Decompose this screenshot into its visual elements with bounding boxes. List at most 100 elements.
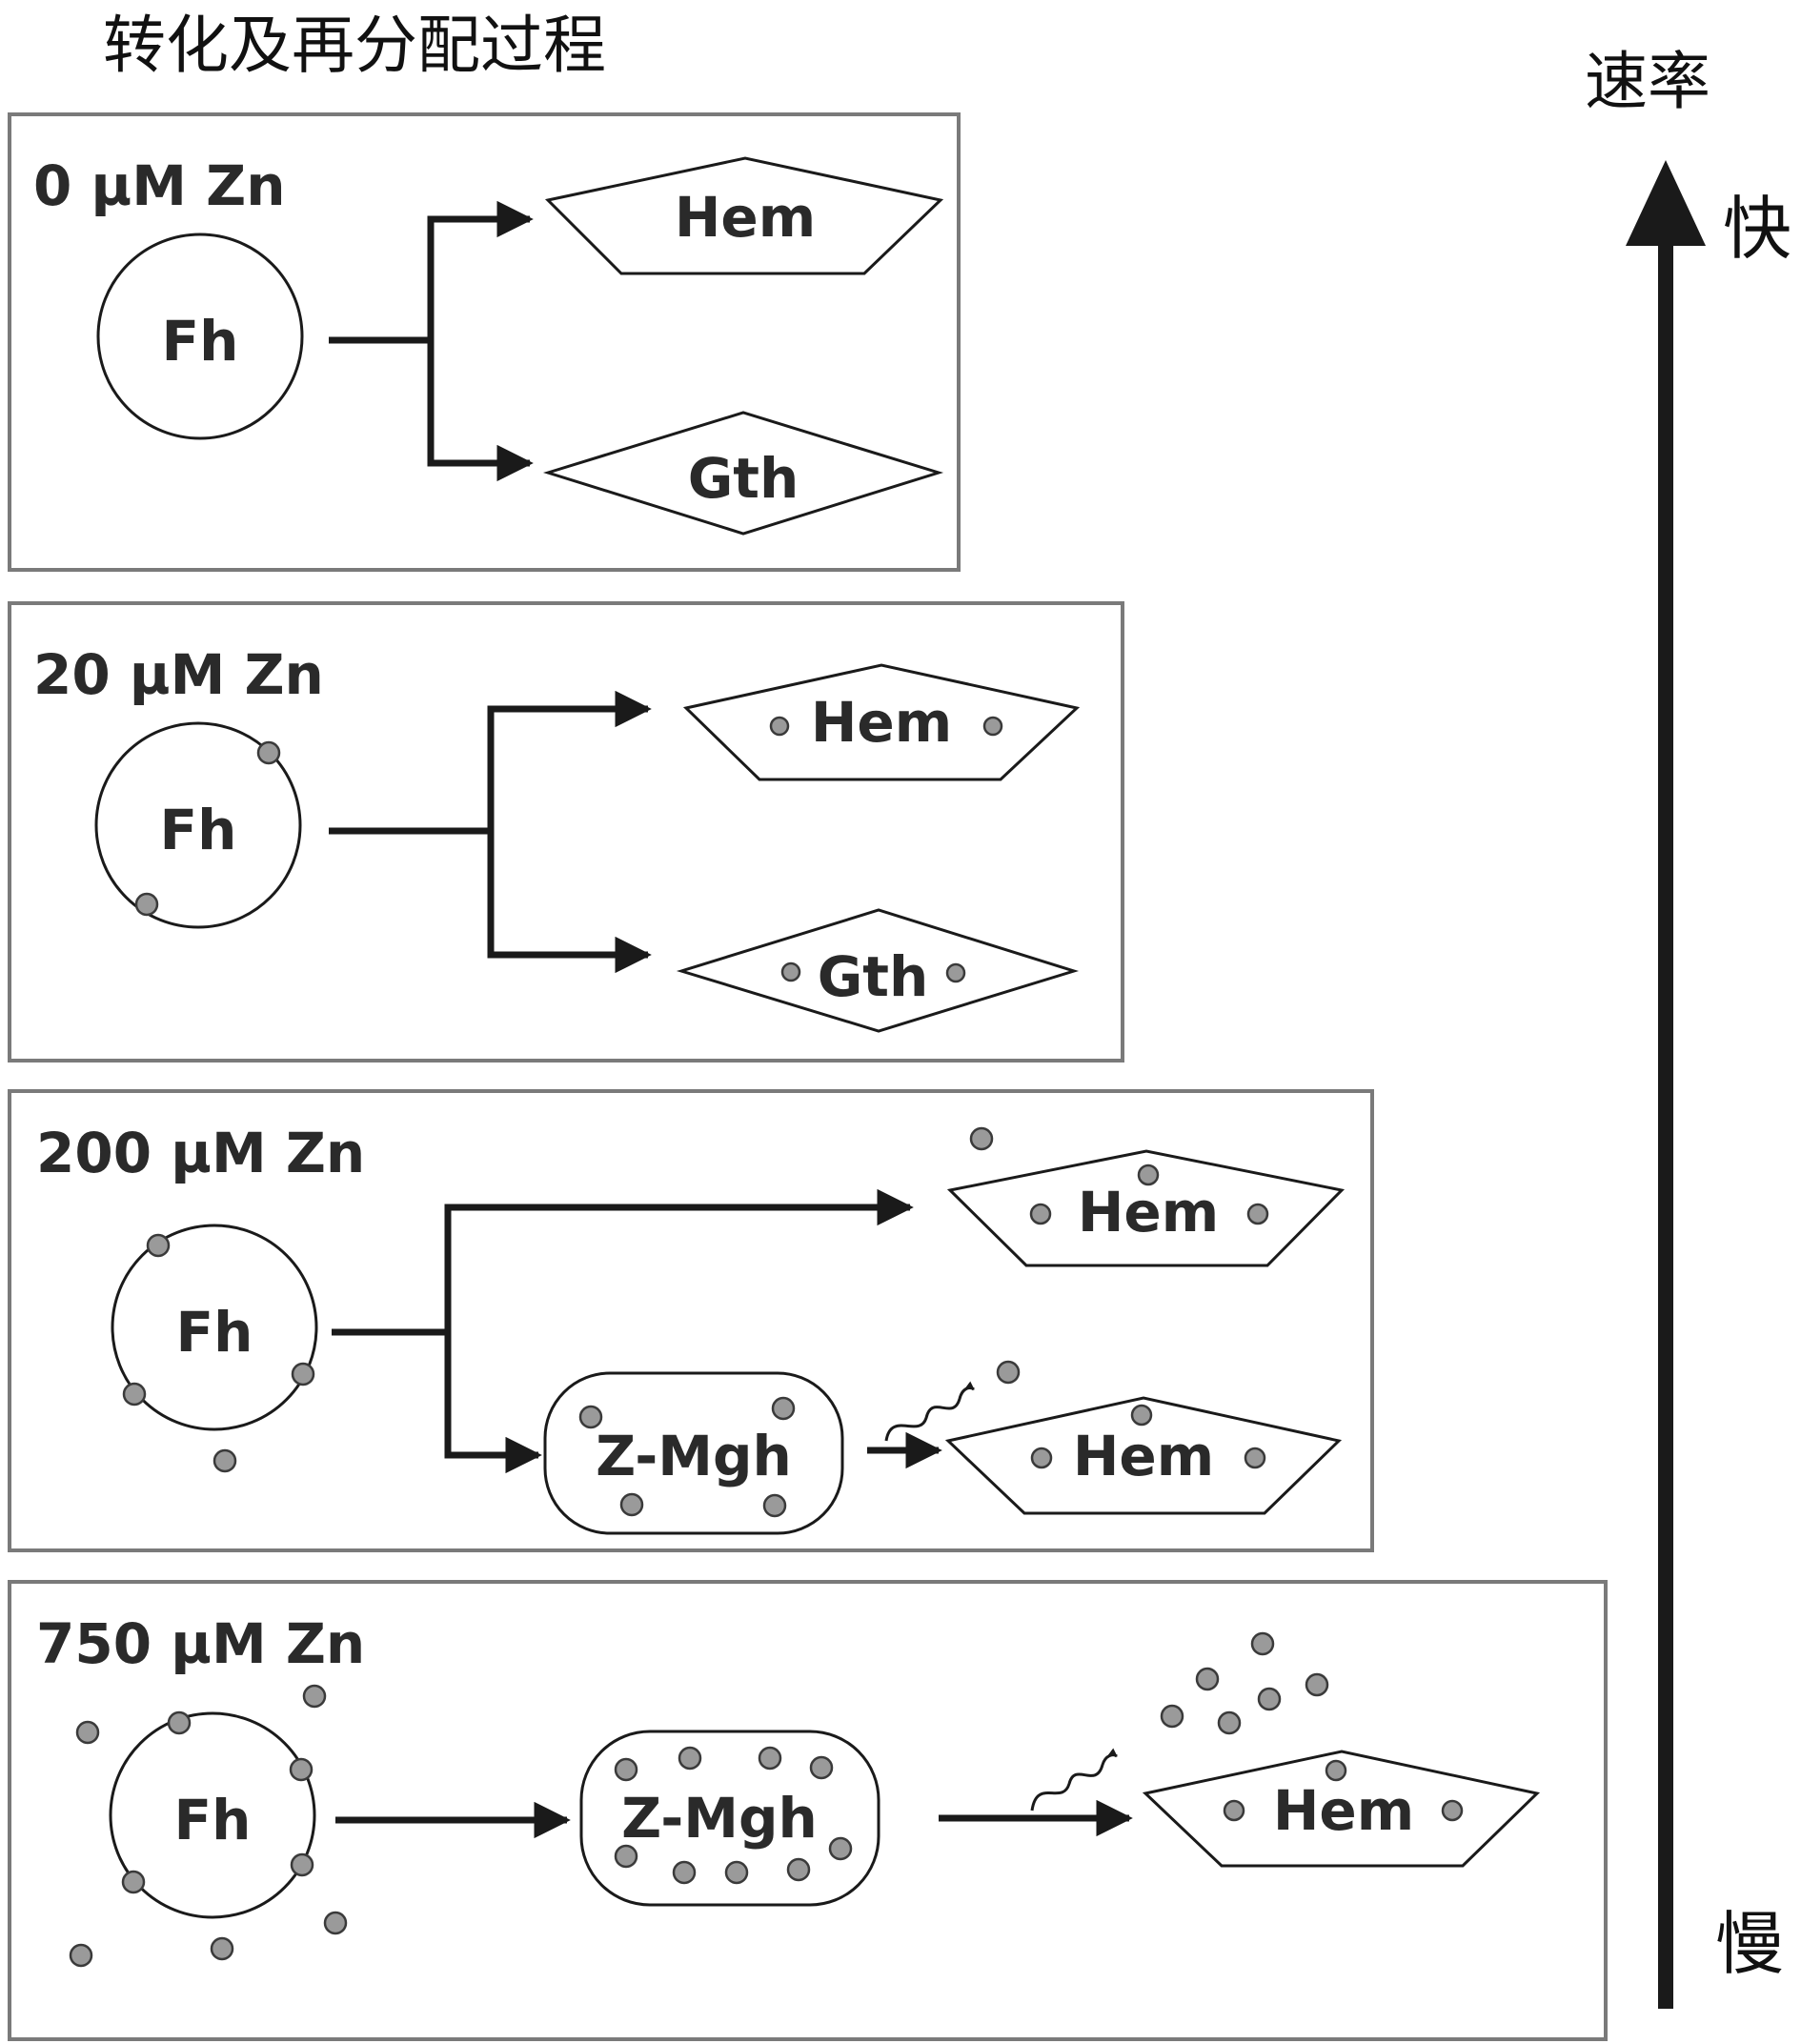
panel-200uM: 200 µM Zn Fh Hem Z-Mgh Hem xyxy=(8,1089,1374,1552)
panel-20uM: 20 µM Zn Fh Hem Gth xyxy=(8,601,1124,1062)
zn-ion xyxy=(1441,1799,1464,1822)
zn-ion xyxy=(672,1860,697,1885)
zn-ion xyxy=(809,1755,834,1780)
hem-label: Hem xyxy=(675,185,816,250)
rate-slow-label: 慢 xyxy=(1715,1904,1784,1984)
zn-ion xyxy=(769,716,790,737)
zn-ion xyxy=(996,1360,1021,1385)
zn-ion xyxy=(210,1936,234,1961)
zn-concentration-label: 0 µM Zn xyxy=(33,153,285,218)
zn-ion xyxy=(212,1448,237,1473)
zn-ion xyxy=(758,1746,782,1771)
rate-axis-arrowhead xyxy=(1626,160,1706,246)
hem-label: Hem xyxy=(811,690,952,755)
zn-ion xyxy=(256,740,281,765)
panel-750uM: 750 µM Zn Fh Z-Mgh Hem xyxy=(8,1580,1608,2041)
zn-ion xyxy=(780,961,801,982)
zn-ion xyxy=(945,962,966,983)
zn-ion xyxy=(1250,1631,1275,1656)
zn-ion xyxy=(323,1911,348,1935)
fh-label: Fh xyxy=(160,798,237,862)
panel-border xyxy=(8,112,961,572)
fh-label: Fh xyxy=(174,1788,252,1852)
zn-ion xyxy=(134,892,159,917)
zn-ion xyxy=(614,1844,638,1869)
zn-ion xyxy=(291,1362,315,1386)
zn-concentration-label: 750 µM Zn xyxy=(36,1611,365,1676)
hem-label: Hem xyxy=(1273,1778,1414,1843)
hem-label: Hem xyxy=(1078,1180,1219,1245)
fh-particle xyxy=(111,1224,318,1431)
panel-border xyxy=(8,1089,1374,1552)
z-mgh-particle xyxy=(543,1371,844,1535)
zn-ion xyxy=(771,1396,796,1421)
zn-ion xyxy=(1130,1404,1153,1427)
zn-release-arrow xyxy=(884,1381,975,1442)
zn-ion xyxy=(619,1492,644,1517)
zn-ion xyxy=(1223,1799,1245,1822)
hem-pentagon xyxy=(946,1149,1346,1267)
zn-ion xyxy=(1246,1203,1269,1225)
zn-ion xyxy=(167,1710,192,1735)
fh-label: Fh xyxy=(176,1300,253,1365)
hem-pentagon xyxy=(1142,1750,1541,1868)
hem-pentagon xyxy=(682,663,1081,781)
zn-ion xyxy=(724,1860,749,1885)
zn-ion xyxy=(1217,1710,1242,1735)
diagram-title: 转化及再分配过程 xyxy=(103,9,606,82)
fh-particle xyxy=(96,233,304,440)
zn-ion xyxy=(146,1233,171,1258)
rate-axis: 速率 快 慢 xyxy=(1585,45,1791,2009)
zn-ion xyxy=(1244,1447,1266,1469)
hem-label: Hem xyxy=(1073,1424,1214,1488)
zn-ion xyxy=(122,1382,147,1407)
zn-ion xyxy=(1029,1203,1052,1225)
hem-pentagon xyxy=(944,1396,1343,1515)
z-mgh-label: Z-Mgh xyxy=(596,1424,792,1488)
arrow-to-hem xyxy=(444,1188,914,1332)
fh-particle xyxy=(109,1711,316,1919)
arrow-to-gth xyxy=(427,340,534,482)
zn-ion xyxy=(290,1852,314,1877)
arrow-to-hem xyxy=(427,200,534,340)
zn-ion xyxy=(786,1857,811,1882)
zn-ion xyxy=(1137,1164,1160,1186)
gth-rhombus xyxy=(676,908,1080,1033)
rate-axis-label: 速率 xyxy=(1585,45,1710,118)
zn-ion xyxy=(1325,1759,1347,1782)
zn-concentration-label: 200 µM Zn xyxy=(36,1121,365,1185)
zn-ion xyxy=(828,1836,853,1861)
zn-ion xyxy=(1257,1687,1282,1711)
arrow-to-hem xyxy=(487,690,652,831)
zn-ion xyxy=(982,716,1003,737)
arrow-to-gth xyxy=(487,831,652,974)
zn-ion xyxy=(678,1746,702,1771)
z-mgh-label: Z-Mgh xyxy=(621,1786,818,1851)
zn-ion xyxy=(289,1757,314,1782)
panel-0uM: 0 µM Zn Fh Hem Gth xyxy=(8,112,961,572)
gth-label: Gth xyxy=(818,944,929,1009)
zn-ion xyxy=(614,1757,638,1782)
fh-particle xyxy=(94,721,302,929)
panel-border xyxy=(8,601,1124,1062)
gth-label: Gth xyxy=(688,446,799,511)
zn-ion xyxy=(75,1720,100,1745)
hem-pentagon xyxy=(544,156,944,275)
zn-ion xyxy=(969,1126,994,1151)
gth-rhombus xyxy=(542,411,944,536)
zn-ion xyxy=(1160,1704,1184,1729)
zn-ion xyxy=(1305,1672,1329,1697)
arrow-to-z-mgh xyxy=(444,1332,542,1474)
rate-fast-label: 快 xyxy=(1723,189,1791,269)
zn-ion xyxy=(302,1684,327,1709)
zn-ion xyxy=(578,1405,603,1429)
zn-ion xyxy=(762,1493,787,1518)
zn-ion xyxy=(1195,1667,1220,1691)
panel-border xyxy=(8,1580,1608,2041)
fh-label: Fh xyxy=(162,309,239,374)
zn-concentration-label: 20 µM Zn xyxy=(33,642,324,707)
zn-ion xyxy=(121,1870,146,1894)
zn-ion xyxy=(1030,1447,1053,1469)
zn-ion xyxy=(69,1943,93,1968)
